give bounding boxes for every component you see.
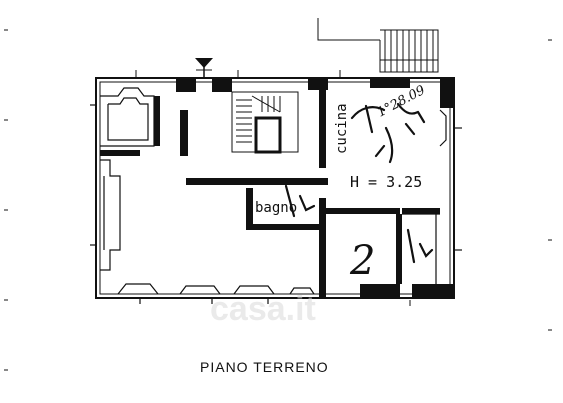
outer-walls [95,77,455,299]
bathroom-label: bagno [255,200,297,216]
exterior-stair [317,18,439,73]
watermark: casa.it [210,290,316,328]
solid-walls [100,78,454,298]
handwritten-marks [284,102,434,264]
central-stair [231,91,299,154]
entrance-arrow-icon [195,58,213,78]
left-bay-details [90,87,155,271]
room-number: 2 [349,238,375,284]
plan-title: PIANO TERRENO [200,359,329,375]
bottom-windows [117,283,315,304]
height-label: H = 3.25 [350,173,422,191]
right-bay [402,109,462,284]
kitchen-label: cucina [334,103,350,154]
edge-ticks [4,29,552,371]
